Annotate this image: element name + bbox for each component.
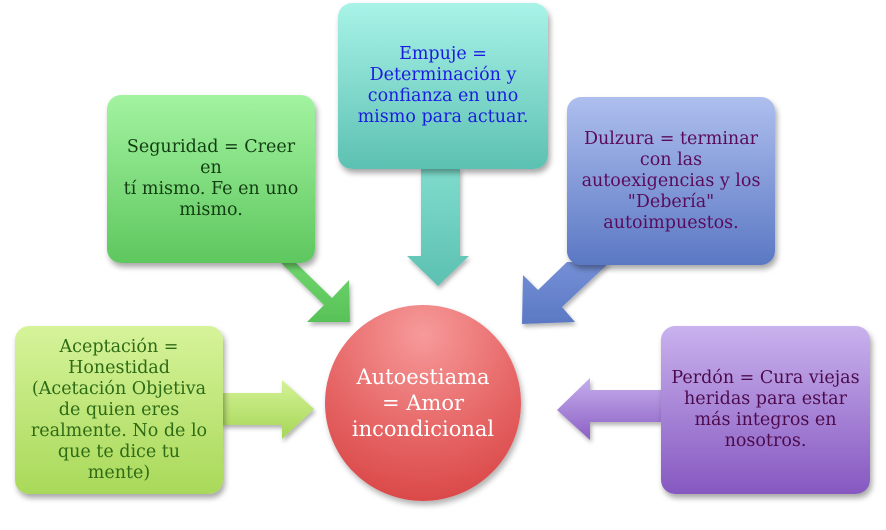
text-line: nosotros. — [724, 431, 807, 451]
text-line: de quien eres — [58, 399, 180, 420]
text-line: Dulzura = terminar — [584, 128, 758, 149]
center-node-autoestima: Autoestiama = Amor incondicional — [325, 305, 521, 501]
text-line: Honestidad — [68, 357, 170, 378]
text-line: Determinación y — [369, 65, 517, 85]
node-aceptacion: Aceptación = Honestidad (Acetación Objet… — [15, 326, 223, 494]
text-line: Autoestiama — [356, 365, 490, 389]
text-line: Aceptación = — [59, 336, 179, 357]
node-seguridad: Seguridad = Creer en tí mismo. Fe en uno… — [107, 95, 315, 263]
text-line: incondicional — [351, 417, 495, 441]
text-line: = Amor — [381, 391, 465, 415]
text-line: mismo. — [179, 200, 243, 220]
text-line: autoexigencias y los — [581, 170, 761, 191]
arrow-perdon-left — [557, 378, 661, 440]
text-line: (Acetación Objetiva — [31, 378, 207, 399]
text-line: Empuje = — [399, 44, 487, 64]
node-aceptacion-text: Aceptación = Honestidad (Acetación Objet… — [25, 337, 213, 484]
text-line: Seguridad = Creer en — [126, 137, 296, 178]
node-dulzura: Dulzura = terminar con las autoexigencia… — [567, 97, 775, 265]
text-line: "Debería" — [627, 191, 715, 212]
center-node-text: Autoestiama = Amor incondicional — [352, 364, 494, 442]
text-line: autoimpuestos. — [603, 212, 739, 233]
node-perdon: Perdón = Cura viejas heridas para estar … — [661, 326, 870, 494]
node-empuje: Empuje = Determinación y confianza en un… — [338, 3, 548, 169]
text-line: Perdón = Cura viejas — [671, 368, 860, 388]
arrow-aceptacion-right — [222, 380, 314, 439]
node-empuje-text: Empuje = Determinación y confianza en un… — [358, 44, 529, 128]
text-line: heridas para estar — [684, 389, 847, 409]
node-dulzura-text: Dulzura = terminar con las autoexigencia… — [582, 129, 761, 234]
arrow-dulzura-down-left — [522, 262, 610, 324]
text-line: más integros en — [694, 410, 837, 430]
text-line: que te dice tu mente) — [57, 441, 181, 483]
arrow-seguridad-down-right — [255, 262, 350, 322]
text-line: mismo para actuar. — [357, 107, 529, 127]
node-seguridad-text: Seguridad = Creer en tí mismo. Fe en uno… — [117, 137, 305, 221]
arrow-empuje-down — [407, 168, 469, 286]
text-line: con las — [639, 149, 703, 170]
text-line: tí mismo. Fe en uno — [123, 179, 299, 199]
text-line: confianza en uno — [367, 86, 519, 106]
node-perdon-text: Perdón = Cura viejas heridas para estar … — [671, 368, 859, 452]
text-line: realmente. No de lo — [30, 420, 208, 441]
